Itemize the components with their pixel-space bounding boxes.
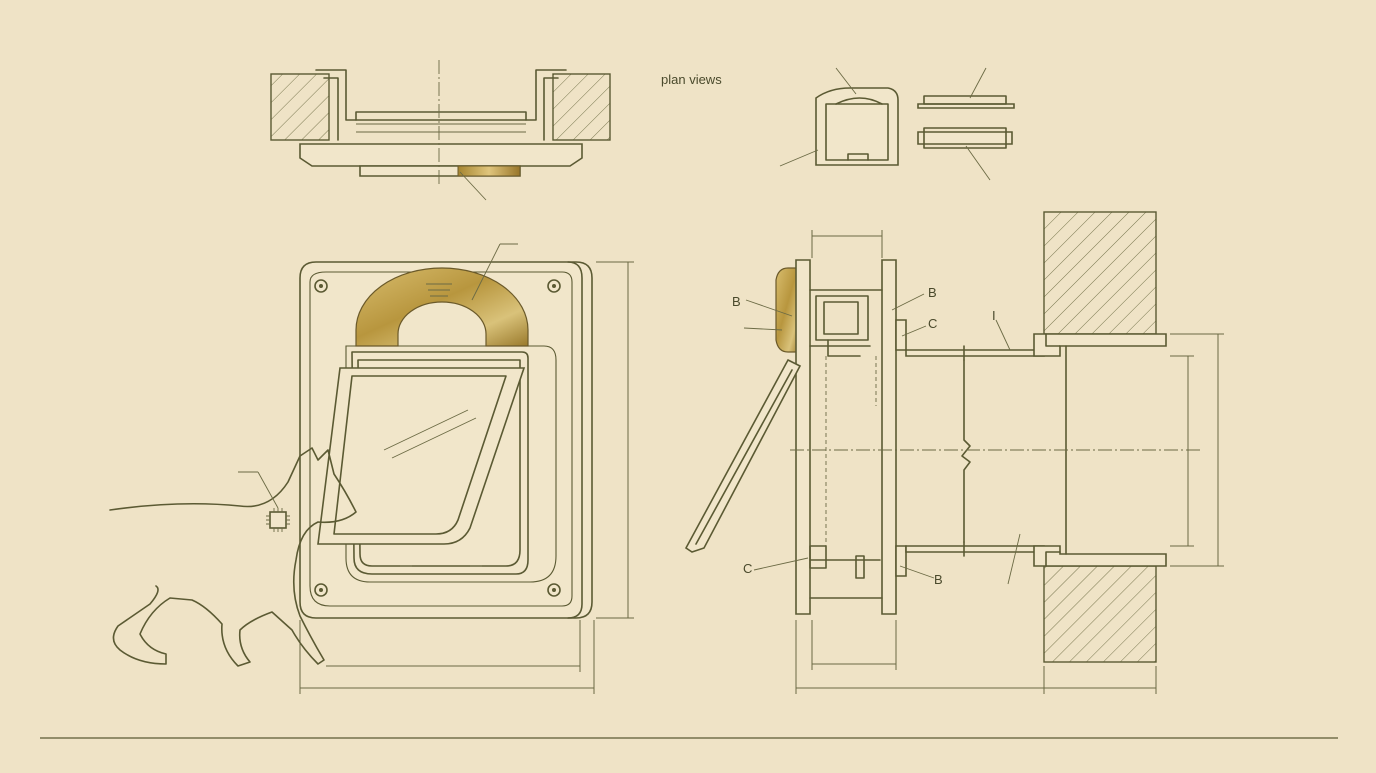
microchip-icon — [266, 508, 290, 532]
label-b-right: B — [928, 285, 937, 300]
label-b-bottom: B — [934, 572, 943, 587]
front-view — [299, 243, 634, 694]
label-c-right: C — [928, 316, 937, 331]
side-section-view — [684, 211, 1224, 694]
label-b-top: B — [732, 294, 741, 309]
plan-detail-latch — [779, 67, 899, 167]
wall-hatch-left — [270, 73, 330, 141]
cat-silhouette-icon — [109, 447, 357, 667]
top-section-view — [270, 60, 611, 201]
label-i: I — [992, 308, 996, 323]
plan-views-label: plan views — [661, 72, 722, 87]
label-c-bottom: C — [743, 561, 752, 576]
plan-detail-rails — [917, 67, 1015, 181]
wall-hatch-bottom — [1043, 565, 1157, 663]
wall-hatch-right — [552, 73, 611, 141]
wall-hatch-top — [1043, 211, 1157, 335]
